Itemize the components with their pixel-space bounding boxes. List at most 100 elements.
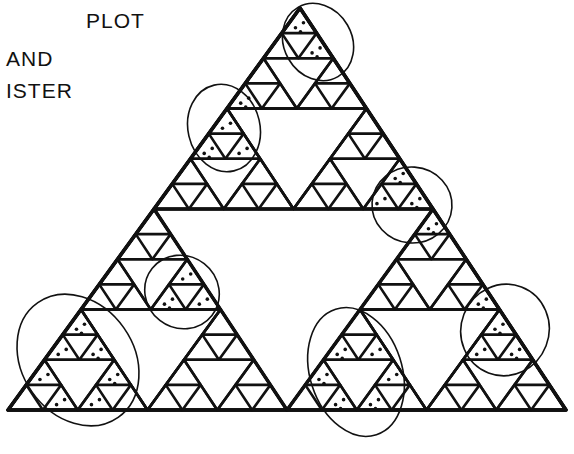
dot bbox=[482, 306, 486, 310]
triangle-outline bbox=[96, 360, 131, 385]
triangle-outline bbox=[154, 109, 294, 210]
triangle-outline bbox=[264, 8, 334, 58]
dot bbox=[370, 353, 374, 357]
triangle-outline bbox=[330, 134, 365, 159]
triangle-outline bbox=[431, 234, 466, 259]
triangle-outline bbox=[81, 284, 116, 309]
triangle-outline bbox=[294, 109, 434, 210]
dot bbox=[383, 197, 387, 201]
triangle-outline bbox=[481, 310, 516, 335]
triangle-outline bbox=[252, 385, 287, 410]
triangle-outline bbox=[282, 8, 317, 33]
dot bbox=[46, 373, 50, 377]
dot bbox=[483, 348, 487, 352]
triangle-outline bbox=[166, 360, 201, 385]
dot bbox=[432, 231, 436, 235]
dot bbox=[90, 403, 94, 407]
triangle-outline bbox=[217, 360, 287, 410]
dot bbox=[317, 378, 321, 382]
triangle-outline bbox=[430, 259, 500, 309]
triangle-outline bbox=[219, 335, 254, 360]
triangle-outline bbox=[398, 184, 433, 209]
dot bbox=[343, 348, 347, 352]
dot bbox=[415, 206, 419, 210]
triangle-outline bbox=[363, 184, 398, 209]
cluster-circle bbox=[269, 0, 368, 94]
triangle-outline bbox=[287, 209, 566, 410]
triangle-outline bbox=[81, 259, 151, 309]
dot bbox=[108, 378, 112, 382]
triangle-outline bbox=[463, 310, 533, 360]
triangle-outline bbox=[78, 360, 148, 410]
triangle-outline bbox=[209, 109, 244, 134]
dot bbox=[369, 403, 373, 407]
triangle-outline bbox=[172, 159, 207, 184]
triangle-outline bbox=[360, 259, 430, 309]
triangle-outline bbox=[26, 360, 61, 385]
dot bbox=[325, 373, 329, 377]
dot bbox=[189, 272, 193, 276]
triangle-outline bbox=[78, 385, 113, 410]
triangle-outline bbox=[118, 234, 153, 259]
dot bbox=[515, 357, 519, 361]
dot bbox=[310, 51, 314, 55]
triangle-outline bbox=[332, 83, 367, 108]
dot bbox=[393, 177, 397, 181]
dot bbox=[435, 222, 439, 226]
cluster-circle bbox=[130, 240, 234, 344]
triangle-outline bbox=[427, 360, 497, 410]
triangle-outline bbox=[324, 310, 394, 360]
triangle-outline bbox=[45, 335, 80, 360]
triangle-outline bbox=[8, 310, 148, 411]
dot bbox=[395, 373, 399, 377]
triangle-outline bbox=[348, 109, 383, 134]
triangle-outline bbox=[184, 335, 219, 360]
triangle-outline bbox=[287, 360, 357, 410]
triangle-outline bbox=[191, 109, 261, 159]
triangle-outline bbox=[360, 284, 395, 309]
triangle-outline bbox=[186, 284, 221, 309]
dot bbox=[410, 202, 414, 206]
triangle-outline bbox=[322, 385, 357, 410]
triangle-outline bbox=[154, 8, 433, 209]
dot bbox=[237, 152, 241, 156]
dot bbox=[339, 407, 343, 411]
dot bbox=[168, 306, 172, 310]
triangle-outline bbox=[312, 159, 347, 184]
dot bbox=[91, 353, 95, 357]
dot bbox=[498, 331, 502, 335]
triangle-outline bbox=[259, 184, 294, 209]
triangle-outline bbox=[415, 209, 450, 234]
dot bbox=[116, 373, 120, 377]
dot bbox=[510, 353, 514, 357]
triangle-outline bbox=[8, 360, 78, 410]
dot bbox=[377, 398, 381, 402]
triangle-outline bbox=[245, 58, 280, 83]
triangle-outline bbox=[8, 209, 287, 410]
triangle-outline bbox=[154, 184, 189, 209]
dot bbox=[387, 378, 391, 382]
triangle-outline bbox=[392, 385, 427, 410]
dot bbox=[207, 156, 211, 160]
triangle-outline bbox=[227, 58, 297, 108]
triangle-outline bbox=[430, 284, 465, 309]
dot bbox=[485, 297, 489, 301]
triangle-outline bbox=[297, 58, 367, 108]
dot bbox=[475, 353, 479, 357]
triangle-outline bbox=[496, 385, 531, 410]
triangle-outline bbox=[242, 159, 277, 184]
dot bbox=[318, 46, 322, 50]
triangle-outline bbox=[328, 184, 363, 209]
dot bbox=[245, 147, 249, 151]
triangle-outline bbox=[395, 284, 430, 309]
triangle-outline bbox=[382, 159, 417, 184]
triangle-outline bbox=[8, 8, 566, 410]
dot bbox=[98, 398, 102, 402]
dot bbox=[334, 403, 338, 407]
triangle-outline bbox=[154, 159, 224, 209]
triangle-outline bbox=[363, 159, 433, 209]
triangle-outline bbox=[294, 159, 364, 209]
dot bbox=[202, 152, 206, 156]
triangle-outline bbox=[298, 33, 333, 58]
